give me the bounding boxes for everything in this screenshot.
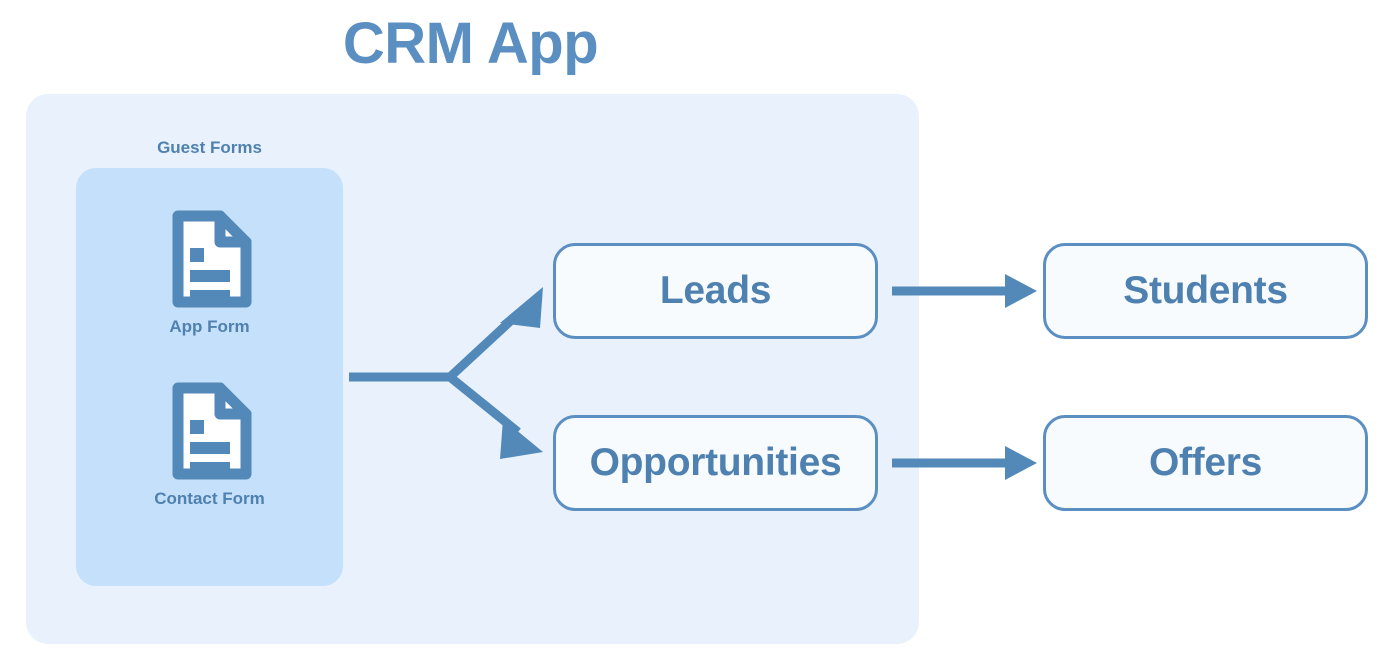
document-icon [172, 382, 251, 480]
guest-forms-label: Guest Forms [157, 138, 262, 157]
node-label: Leads [659, 269, 772, 312]
node-label: Offers [1148, 441, 1263, 484]
form-item-contact-form[interactable]: Contact Form [76, 382, 343, 509]
form-item-label: Contact Form [154, 489, 265, 508]
page-title: CRM App [342, 11, 599, 76]
node-students[interactable]: Students [1043, 243, 1368, 339]
form-item-label: App Form [169, 317, 250, 336]
node-label: Opportunities [589, 441, 842, 484]
node-label: Students [1123, 269, 1288, 312]
node-leads[interactable]: Leads [553, 243, 878, 339]
form-item-app-form[interactable]: App Form [76, 210, 343, 337]
node-offers[interactable]: Offers [1043, 415, 1368, 511]
node-opportunities[interactable]: Opportunities [553, 415, 878, 511]
document-icon [172, 210, 251, 308]
